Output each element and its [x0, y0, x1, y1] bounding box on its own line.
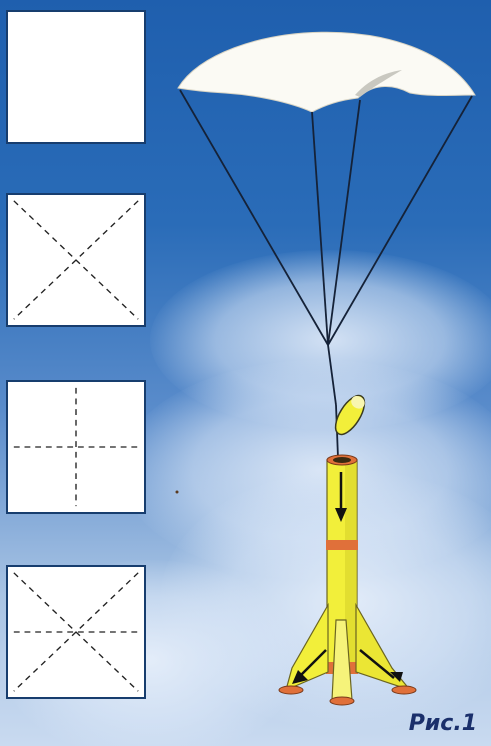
figure-caption: Рис.1	[409, 711, 477, 736]
shroud-line	[180, 90, 328, 345]
parachute-lines	[180, 90, 472, 458]
shroud-line	[328, 96, 472, 345]
parachute-canopy	[178, 32, 475, 112]
shroud-line	[328, 100, 360, 345]
fin-right	[356, 605, 410, 690]
shroud-line	[312, 112, 328, 345]
fin-left	[286, 605, 328, 690]
speck	[176, 491, 179, 494]
tether-line	[328, 345, 336, 405]
rocket-band	[326, 540, 358, 550]
